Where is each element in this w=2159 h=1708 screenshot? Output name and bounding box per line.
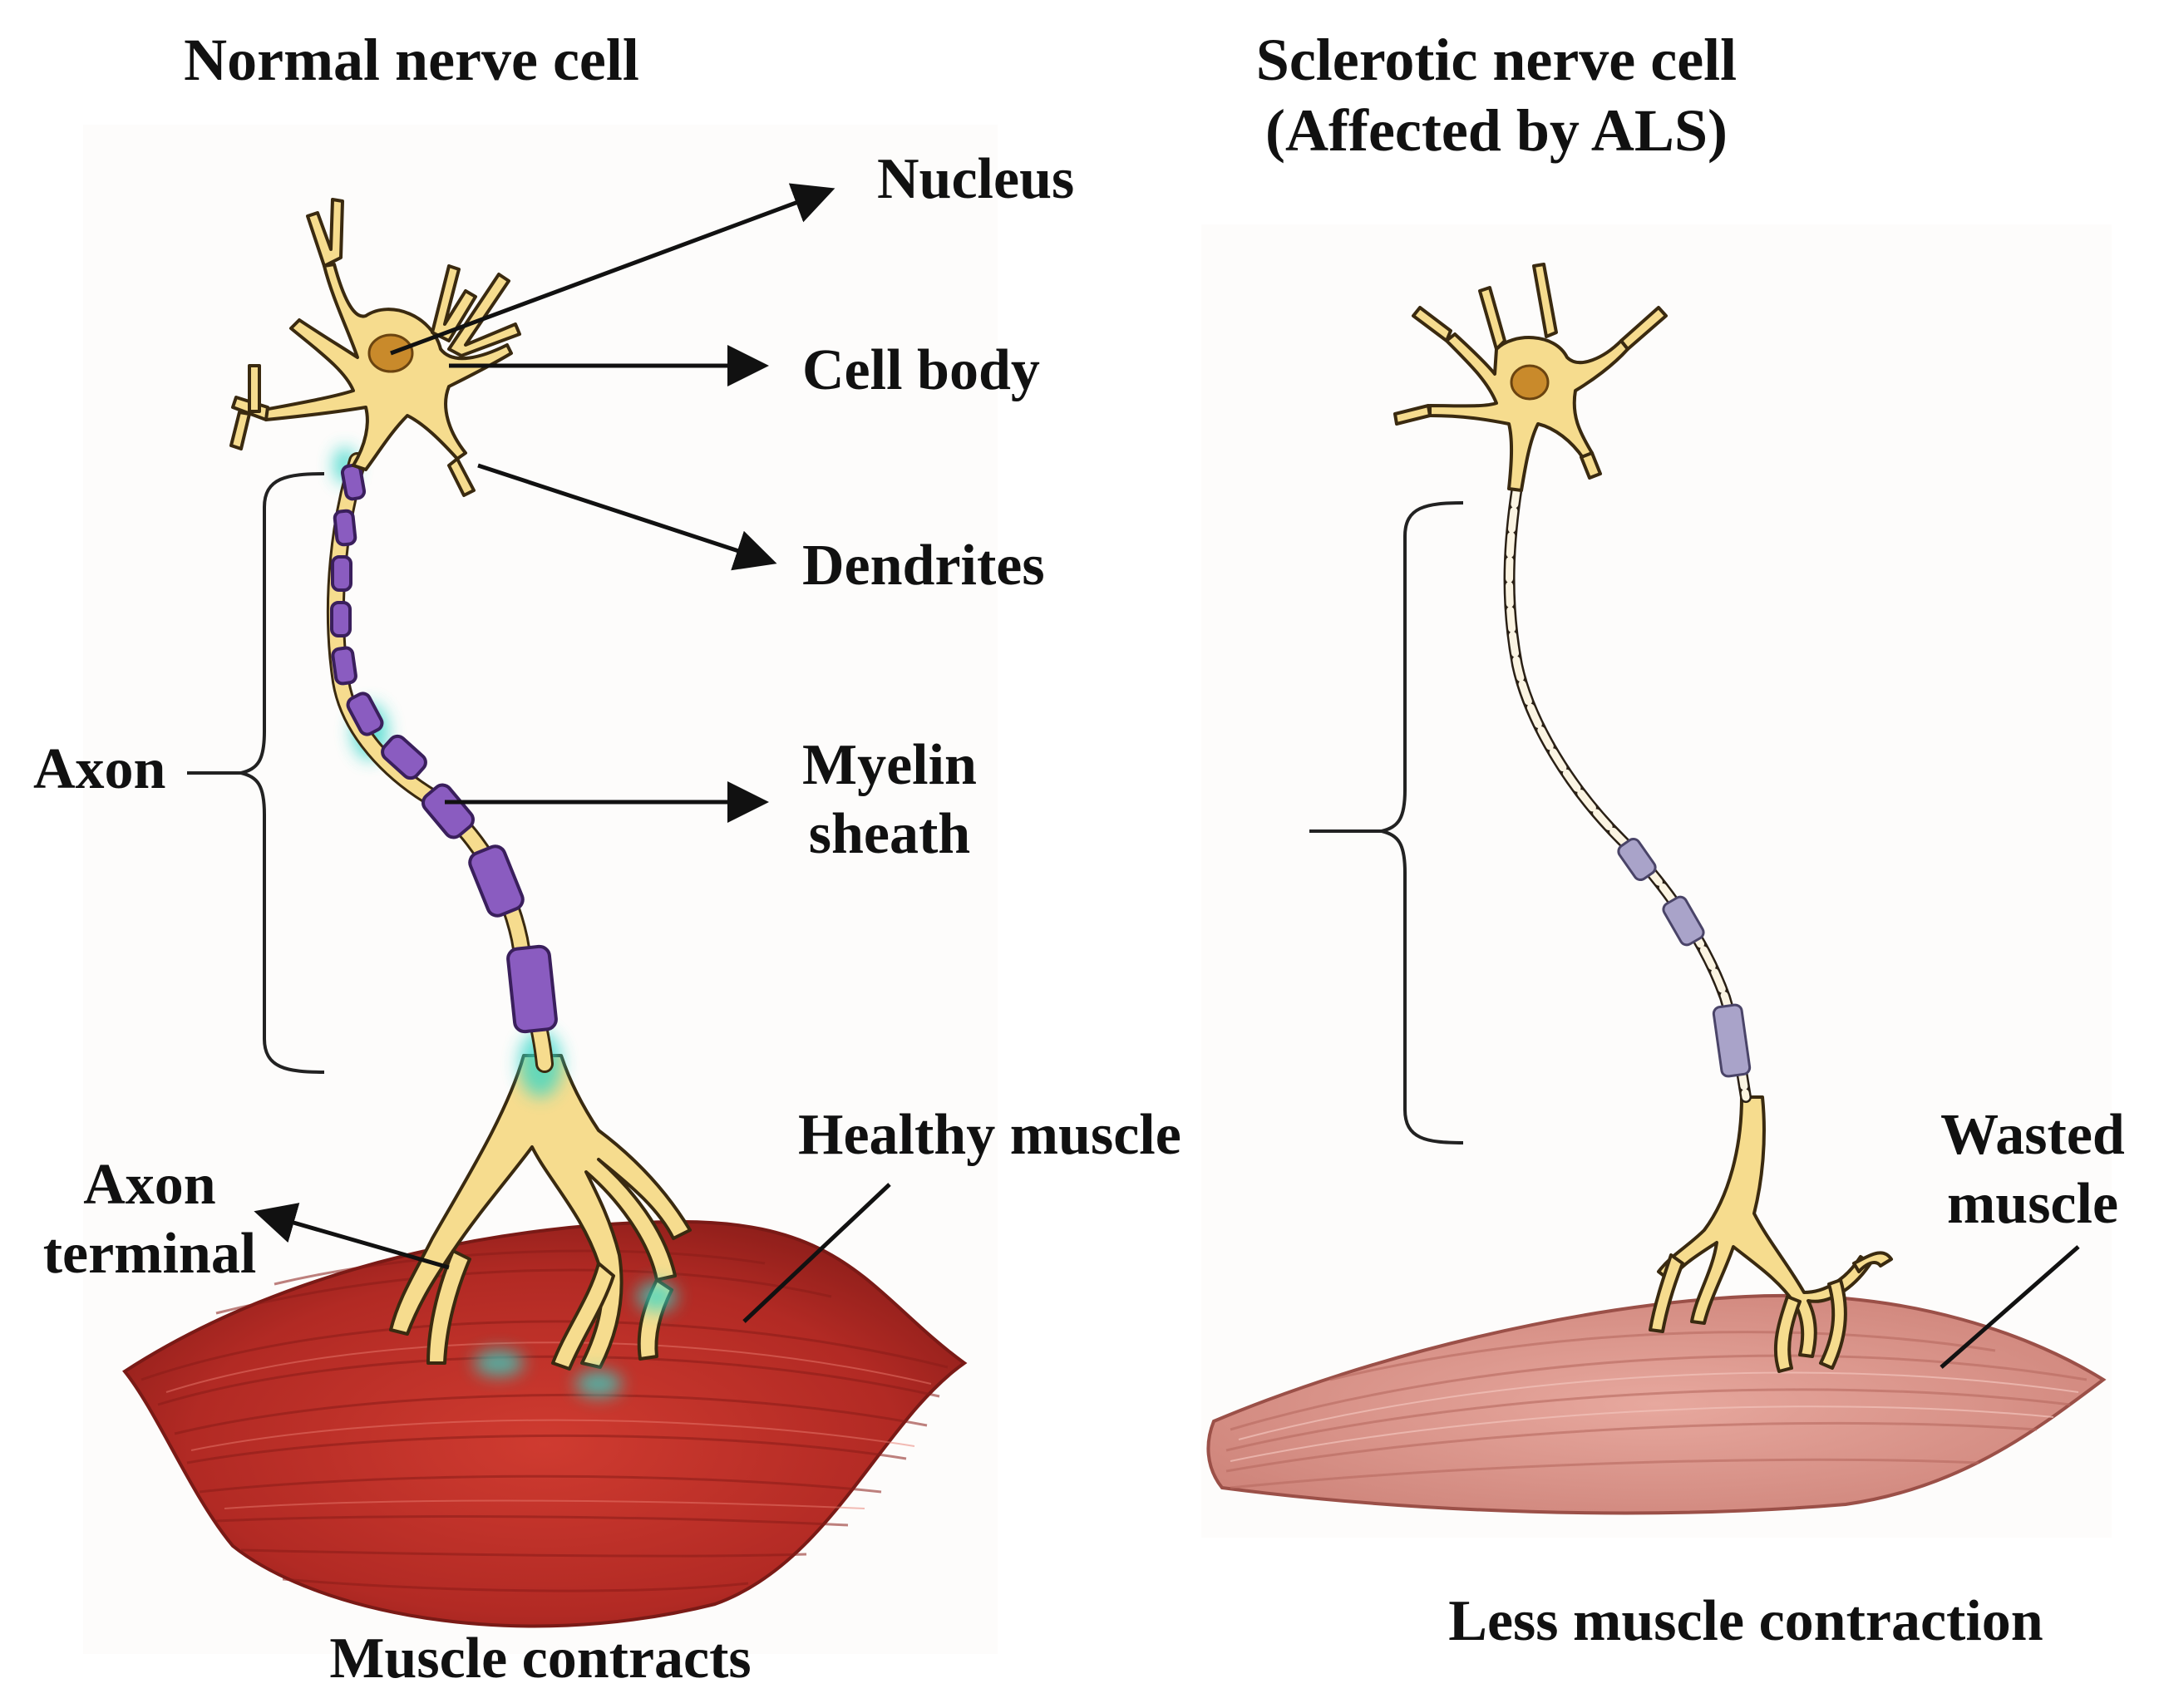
healthy-muscle xyxy=(122,1219,968,1628)
wasted-muscle xyxy=(1206,1293,2107,1515)
als-title-line1: Sclerotic nerve cell xyxy=(1255,27,1738,93)
axon-terminal-line2: terminal xyxy=(42,1221,257,1286)
axon-terminal-right xyxy=(1649,1095,1893,1373)
nucleus-pointer xyxy=(390,183,836,356)
wasted-muscle-pointer xyxy=(1940,1245,2080,1369)
dendrites-pointer xyxy=(477,463,777,571)
axon-label: Axon xyxy=(33,737,166,801)
healthy-muscle-pointer xyxy=(742,1183,891,1323)
wasted-muscle-label: Wasted muscle xyxy=(1920,1101,2145,1238)
normal-panel-title: Normal nerve cell xyxy=(184,27,639,93)
myelin-label-line1: Myelin xyxy=(802,733,977,797)
als-panel-title: Sclerotic nerve cell (Affected by ALS) xyxy=(1197,25,1796,166)
cell-body-label: Cell body xyxy=(802,338,1040,402)
wasted-label-line1: Wasted xyxy=(1940,1103,2125,1167)
als-title-line2: (Affected by ALS) xyxy=(1265,96,1728,164)
axon-terminal-line1: Axon xyxy=(83,1153,216,1217)
wasted-label-line2: muscle xyxy=(1946,1171,2119,1236)
axon-terminal-pointer xyxy=(254,1203,450,1270)
nucleus-label: Nucleus xyxy=(877,147,1075,211)
dendrites-label: Dendrites xyxy=(802,534,1045,598)
myelin-sheath-left xyxy=(330,463,558,1034)
als-caption: Less muscle contraction xyxy=(1448,1589,2043,1653)
normal-caption: Muscle contracts xyxy=(329,1627,752,1691)
axon-terminal-label: Axon terminal xyxy=(25,1151,274,1288)
nucleus-right xyxy=(1510,364,1550,401)
myelin-sheath-label: Myelin sheath xyxy=(777,731,1002,869)
myelin-label-line2: sheath xyxy=(808,801,971,866)
healthy-muscle-label: Healthy muscle xyxy=(798,1103,1181,1167)
cell-body-right xyxy=(1393,263,1668,492)
myelin-sheath-right xyxy=(1617,837,1752,1078)
